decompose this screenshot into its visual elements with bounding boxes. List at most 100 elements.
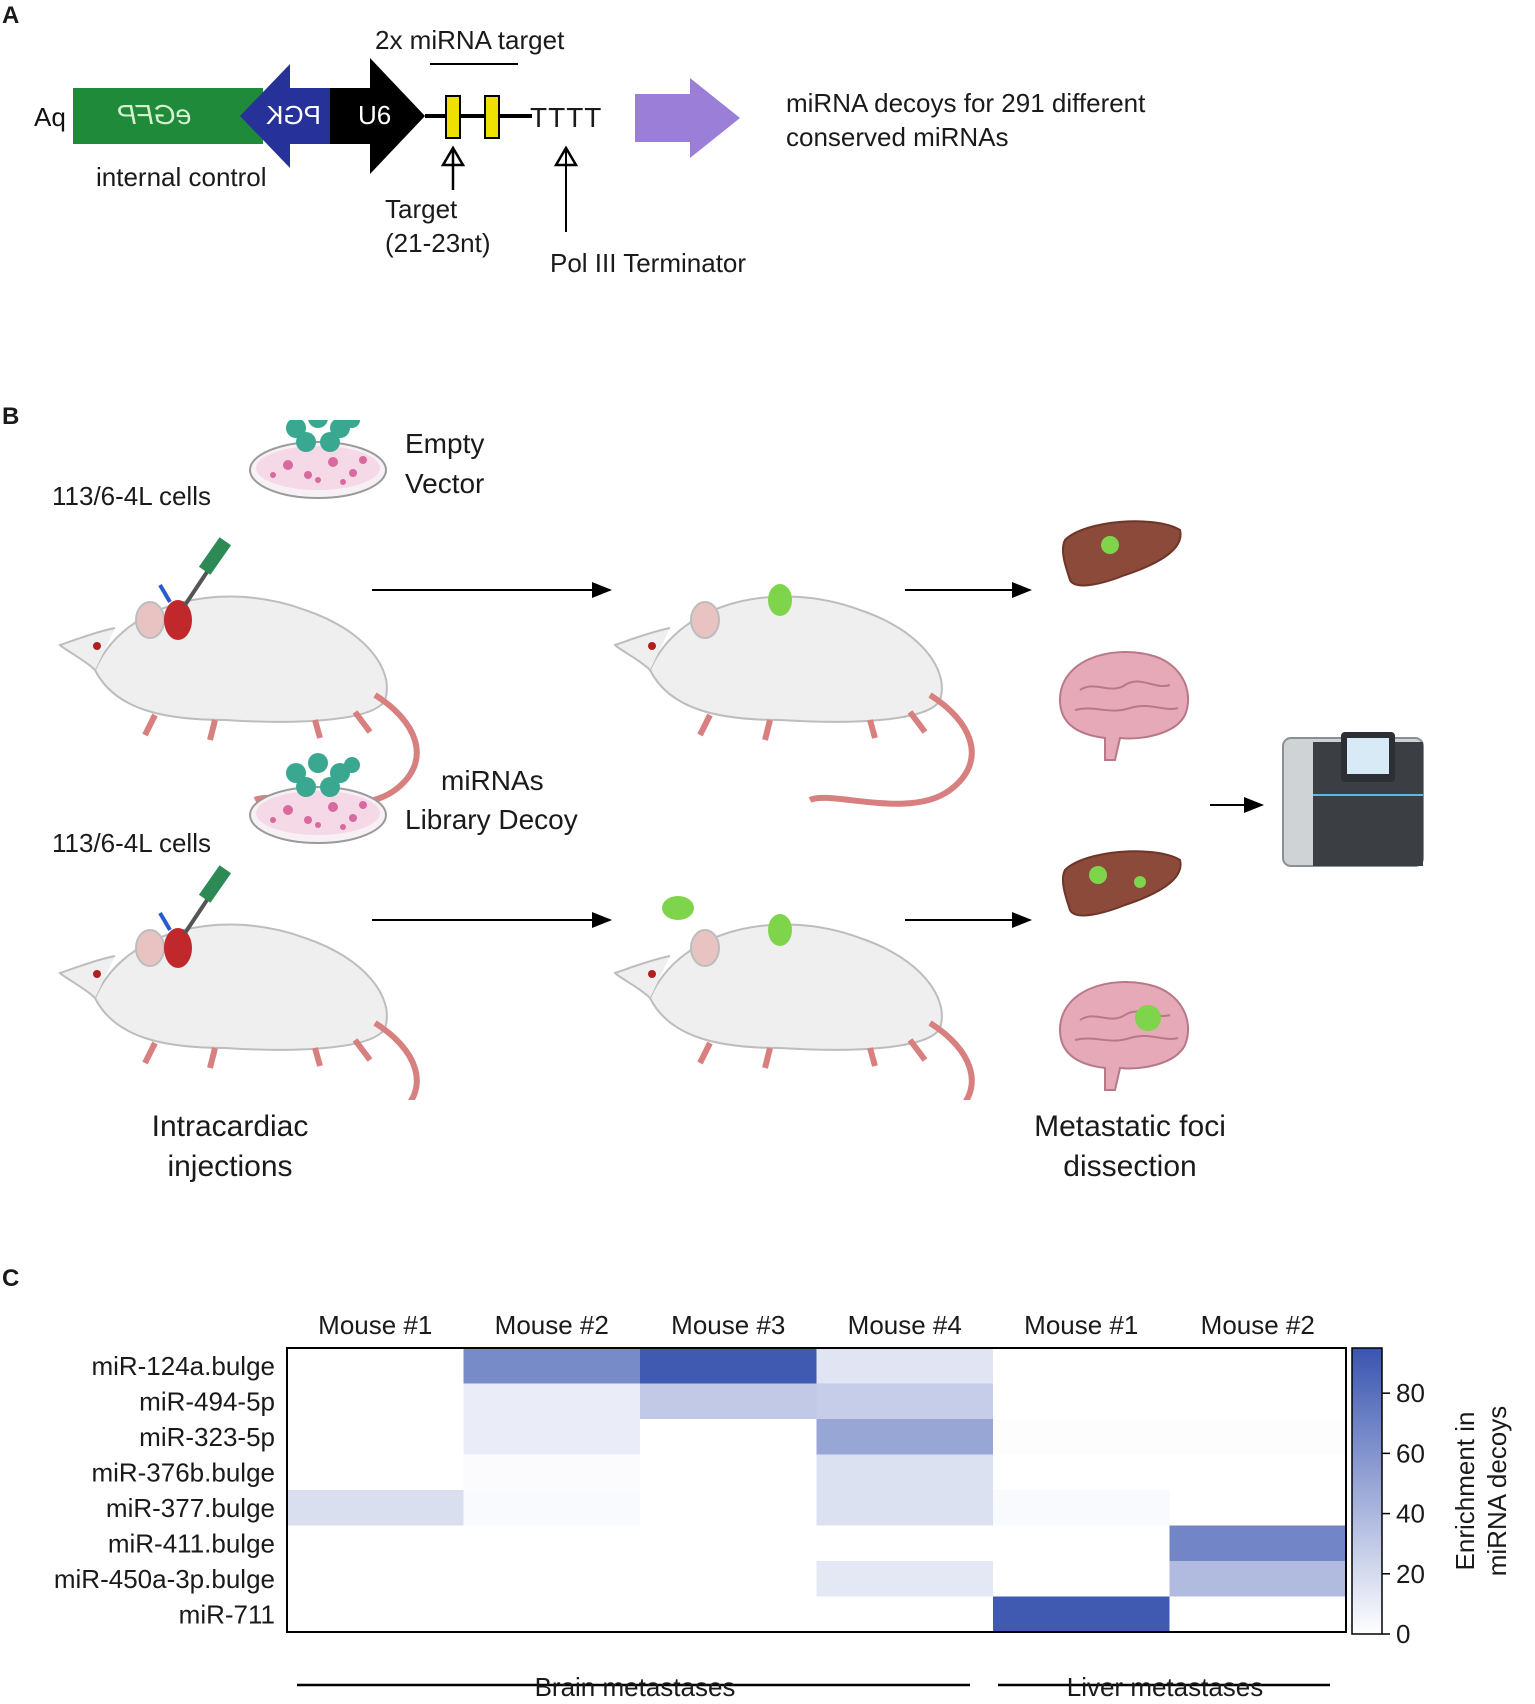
colorbar-label: Enrichment inmiRNA decoys: [1450, 1406, 1512, 1577]
sequencer: [1282, 732, 1424, 867]
target-length-label: (21-23nt): [385, 228, 491, 258]
pol-terminator-label: Pol III Terminator: [550, 248, 747, 278]
library-label-2: Library Decoy: [405, 804, 578, 835]
group-label-brain: Brain metastases: [534, 1672, 736, 1702]
egfp-label: eGFP: [118, 99, 192, 130]
heatmap-cell: [640, 1348, 817, 1384]
liver-bottom: [1061, 850, 1182, 917]
row-label: miR-323-5p: [139, 1422, 275, 1452]
heatmap-cell: [1169, 1383, 1347, 1420]
cells-label-bottom: 113/6-4L cells: [52, 828, 211, 858]
dish-empty-vector: [249, 420, 387, 499]
heatmap-cell: [993, 1454, 1170, 1491]
panel-c-label: C: [2, 1265, 20, 1292]
panel-a-label: A: [2, 2, 20, 29]
row-label: miR-411.bulge: [108, 1528, 275, 1558]
colorbar-tick-label: 0: [1396, 1619, 1410, 1649]
heatmap-cell: [993, 1419, 1170, 1455]
row-label: miR-376b.bulge: [91, 1457, 275, 1487]
heatmap-cell: [463, 1419, 641, 1455]
heatmap-cell: [993, 1561, 1170, 1597]
heatmap-chart: Mouse #1 Mouse #2 Mouse #3 Mouse #4 Mouse #1…: [54, 1310, 1512, 1687]
heatmap-cell: [993, 1525, 1170, 1562]
library-label-1: miRNAs: [441, 765, 544, 796]
heatmap-cell: [816, 1419, 994, 1455]
heatmap-cell: [287, 1490, 464, 1526]
heatmap-cell: [463, 1596, 641, 1633]
row-label: miR-377.bulge: [106, 1493, 275, 1523]
column-header: Mouse #4: [848, 1310, 962, 1340]
result-arrow: [635, 78, 740, 158]
column-header: Mouse #2: [1201, 1310, 1315, 1340]
group-label-liver: Liver metastases: [1066, 1672, 1264, 1702]
heatmap-cell: [463, 1525, 641, 1562]
heatmap-cell: [463, 1383, 641, 1420]
heatmap-cell: [640, 1419, 817, 1455]
heatmap-cell: [816, 1490, 994, 1526]
heatmap-cell: [816, 1383, 994, 1420]
dish-library: [249, 752, 387, 844]
u6-label: U6: [358, 100, 392, 130]
target-label: Target: [385, 194, 458, 224]
heatmap-cell: [463, 1561, 641, 1597]
foci-label-1: Metastatic foci: [1034, 1110, 1226, 1143]
result-line-1: miRNA decoys for 291 different: [786, 88, 1146, 118]
heatmap-frame: [286, 1347, 1347, 1633]
heatmap-cell: [287, 1419, 464, 1455]
mouse-injection-top: [60, 597, 417, 804]
brain-bottom: [1059, 981, 1190, 1091]
u6-block: [330, 58, 425, 174]
foci-label-2: dissection: [1063, 1150, 1197, 1183]
heatmap-cell: [287, 1596, 464, 1633]
cells-label-top: 113/6-4L cells: [52, 481, 211, 511]
internal-control-label: internal control: [96, 162, 267, 192]
heatmap-cell: [287, 1561, 464, 1597]
empty-vector-label-2: Vector: [405, 468, 485, 499]
heatmap-cell: [640, 1525, 817, 1562]
heatmap-cell: [640, 1383, 817, 1420]
column-header: Mouse #1: [318, 1310, 432, 1340]
mouse-metastasis-top: [615, 597, 972, 804]
heatmap-cell: [1169, 1419, 1347, 1455]
heatmap-cell: [816, 1596, 994, 1633]
row-label: miR-711: [179, 1599, 275, 1629]
heatmap-cell: [463, 1454, 641, 1491]
colorbar-tick-label: 40: [1396, 1499, 1425, 1529]
heatmap-cell: [993, 1383, 1170, 1420]
workflow-illustration: [0, 420, 1424, 1101]
colorbar-tick-label: 60: [1396, 1438, 1425, 1468]
column-header: Mouse #1: [1024, 1310, 1138, 1340]
heatmap-cell: [1169, 1490, 1347, 1526]
mouse-injection-bottom: [60, 925, 417, 1101]
heatmap-cell: [287, 1454, 464, 1491]
egfp-block: [73, 88, 263, 144]
injection-label-2: injections: [167, 1150, 293, 1183]
heatmap-cell: [816, 1525, 994, 1562]
heatmap-cell: [640, 1561, 817, 1597]
heatmap-cell: [1169, 1596, 1347, 1633]
heatmap-cell: [287, 1525, 464, 1562]
heart-syringe-bottom: [158, 865, 232, 968]
terminator-seq: TTTT: [530, 102, 603, 133]
row-label: miR-450a-3p.bulge: [54, 1564, 275, 1594]
column-header: Mouse #3: [671, 1310, 785, 1340]
result-line-2: conserved miRNAs: [786, 122, 1009, 152]
colorbar: [1351, 1347, 1383, 1635]
row-label: miR-494-5p: [139, 1386, 275, 1416]
liver-top: [1061, 520, 1182, 587]
injection-label-1: Intracardiac: [151, 1110, 309, 1143]
colorbar-tick-label: 20: [1396, 1559, 1425, 1589]
heatmap-cell: [287, 1348, 464, 1384]
heatmap-cell: [1169, 1561, 1347, 1597]
heatmap-cell: [816, 1561, 994, 1597]
heatmap-cell: [816, 1454, 994, 1491]
brain-top: [1059, 651, 1190, 761]
heatmap-cell: [463, 1348, 641, 1384]
heatmap-cell: [993, 1348, 1170, 1384]
heatmap-cell: [816, 1348, 994, 1384]
target-heading: 2x miRNA target: [375, 25, 565, 55]
target-site-2: [484, 95, 500, 139]
heatmap-cell: [1169, 1525, 1347, 1562]
heatmap-cell: [463, 1490, 641, 1526]
heatmap-cell: [640, 1596, 817, 1633]
